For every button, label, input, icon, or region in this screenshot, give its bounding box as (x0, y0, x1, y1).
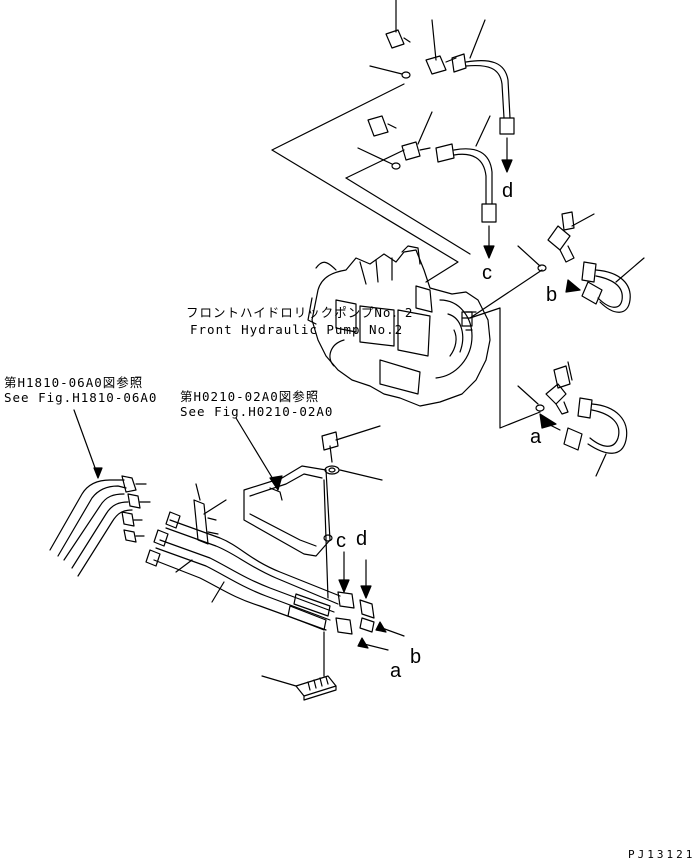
letter-c-top: c (482, 262, 492, 284)
reference-lines (271, 83, 543, 429)
letter-d-top: d (502, 180, 514, 202)
letter-d-bottom: d (356, 528, 368, 550)
guard-plate (235, 417, 333, 557)
connector-block (261, 631, 337, 701)
lower-tube-assembly (145, 479, 405, 651)
letter-a-top: a (530, 426, 542, 448)
letter-b-bottom: b (410, 646, 422, 668)
drawing-code: PJ13121 (628, 848, 695, 861)
pump-title-en: Front Hydraulic Pump No.2 (190, 322, 404, 337)
right-fitting-group-a (517, 361, 628, 477)
ref-mid-jp: 第H0210-02A0図参照 (180, 389, 320, 404)
ref-left-jp: 第H1810-06A0図参照 (4, 375, 144, 390)
ref-left-en: See Fig.H1810-06A0 (4, 390, 158, 405)
letter-a-bottom: a (390, 660, 402, 682)
letter-c-bottom: c (336, 530, 346, 552)
upper-fitting-group-1 (369, 0, 515, 173)
hydraulic-pump-body (307, 245, 491, 407)
bolt-and-washer (321, 425, 383, 481)
upper-fitting-group-2 (357, 111, 497, 259)
pump-title-jp: フロントハイドロリックポンプNo．2 (186, 305, 414, 320)
right-fitting-group-b (517, 211, 645, 313)
letter-b-top: b (546, 284, 558, 306)
left-hose-bundle (49, 409, 151, 577)
ref-mid-en: See Fig.H0210-02A0 (180, 404, 334, 419)
